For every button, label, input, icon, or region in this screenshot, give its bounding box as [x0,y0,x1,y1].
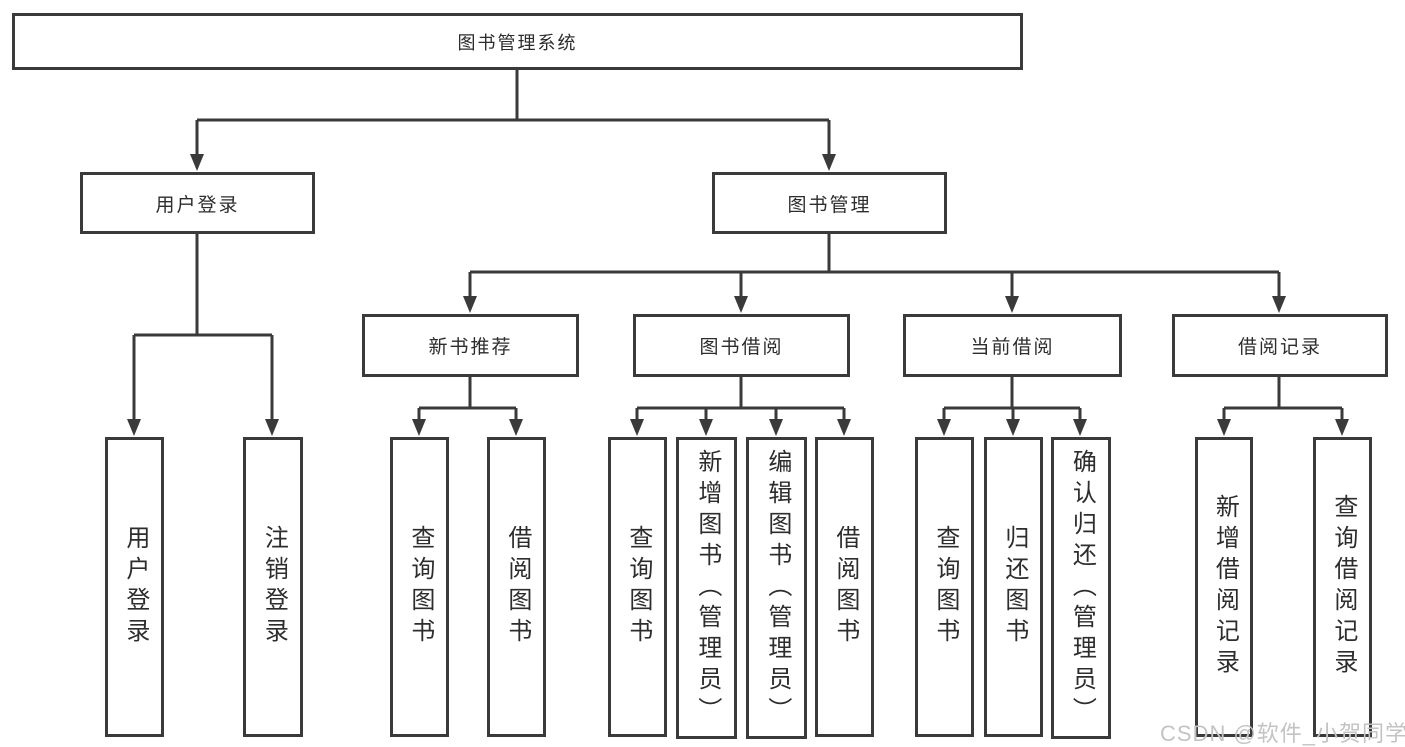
arrowhead-icon [1073,419,1087,436]
node-label: 借阅图书 [503,525,531,649]
node-label: 注销登录 [260,525,288,649]
leaf-query-borrow-record: 查询借阅记录 [1313,437,1372,737]
leaf-add-books-admin: 新增图书（管理员） [676,437,737,739]
arrowhead-icon [1217,419,1231,436]
leaf-user-login: 用户登录 [105,437,164,737]
arrowhead-icon [837,419,851,436]
node-label: 新增图书（管理员） [693,448,721,728]
leaf-borrow-books-borrow: 借阅图书 [815,437,874,737]
node-label: 用户登录 [155,194,240,216]
node-label: 新书推荐 [428,337,513,358]
node-user-login-module: 用户登录 [80,172,315,234]
leaf-borrow-books-recommend: 借阅图书 [487,437,546,737]
leaf-edit-books-admin: 编辑图书（管理员） [746,437,807,739]
leaf-query-books-recommend: 查询图书 [390,437,449,737]
arrowhead-icon [937,419,951,436]
node-new-book-recommendation: 新书推荐 [362,314,579,377]
leaf-add-borrow-record: 新增借阅记录 [1195,437,1253,737]
node-label: 查询借阅记录 [1329,494,1357,680]
node-label: 借阅图书 [831,525,859,649]
node-label: 借阅记录 [1237,337,1322,358]
node-label: 当前借阅 [970,337,1055,358]
arrowhead-icon [509,419,523,436]
arrowhead-icon [190,154,204,171]
node-root: 图书管理系统 [12,13,1023,70]
csdn-watermark: CSDN @软件_小贺同学 [1160,721,1405,746]
node-label: 查询图书 [406,525,434,649]
arrowhead-icon [463,296,477,313]
arrowhead-icon [630,419,644,436]
arrowhead-icon [699,419,713,436]
node-label: 确认归还（管理员） [1068,448,1096,728]
node-label: 查询图书 [624,525,652,649]
arrowhead-icon [412,419,426,436]
arrowhead-icon [822,154,836,171]
arrowhead-icon [1005,296,1019,313]
arrowhead-icon [127,419,141,436]
node-label: 图书借阅 [699,337,784,358]
node-label: 查询图书 [931,525,959,649]
node-label: 图书管理系统 [457,32,578,53]
leaf-confirm-return-admin: 确认归还（管理员） [1051,437,1111,739]
arrowhead-icon [734,296,748,313]
leaf-query-books-borrow: 查询图书 [608,437,667,737]
leaf-query-books-current: 查询图书 [915,437,974,737]
arrowhead-icon [769,419,783,436]
leaf-logout-login: 注销登录 [243,437,303,737]
node-book-management-module: 图书管理 [712,172,947,234]
node-label: 用户登录 [121,525,149,649]
node-label: 编辑图书（管理员） [763,448,791,728]
node-current-borrowing: 当前借阅 [903,314,1122,377]
node-book-borrowing: 图书借阅 [633,314,850,377]
arrowhead-icon [1272,296,1286,313]
node-label: 新增借阅记录 [1211,494,1239,680]
node-borrowing-records: 借阅记录 [1172,314,1388,377]
arrowhead-icon [1335,419,1349,436]
node-label: 归还图书 [1000,525,1028,649]
node-label: 图书管理 [787,194,872,216]
arrowhead-icon [265,419,279,436]
leaf-return-books: 归还图书 [984,437,1043,737]
arrowhead-icon [1006,419,1020,436]
